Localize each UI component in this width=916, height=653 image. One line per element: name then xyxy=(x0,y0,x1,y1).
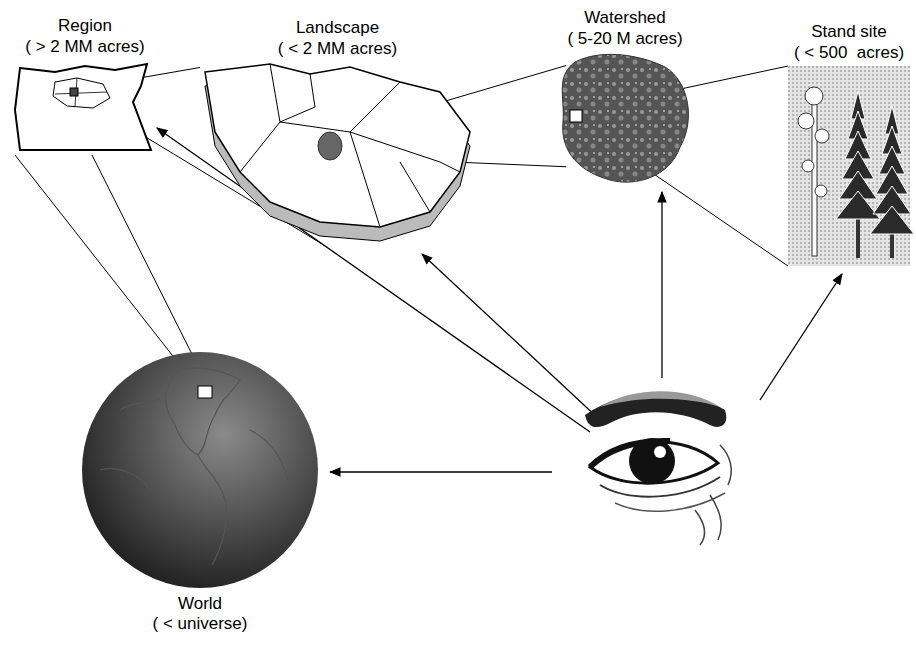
region-map-art xyxy=(15,60,155,155)
watershed-map-art xyxy=(555,52,695,187)
scale-heading: Stand site( < 500 acres) xyxy=(794,22,904,63)
world-globe-art xyxy=(80,350,320,590)
scale-heading: Landscape( < 2 MM acres) xyxy=(278,18,398,59)
scale-heading: Region( > 2 MM acres) xyxy=(25,16,145,57)
scale-name: Region xyxy=(58,16,112,36)
scale-area: ( < 500 acres) xyxy=(794,43,904,63)
scale-area: ( < universe) xyxy=(153,614,248,634)
stand-site-picture: Stand site( < 500 acres) xyxy=(788,66,910,266)
eye xyxy=(585,391,731,545)
stand-site-picture-art xyxy=(788,66,910,266)
scale-heading: Watershed( 5-20 M acres) xyxy=(567,8,682,49)
scale-name: Landscape xyxy=(296,18,379,38)
landscape-map-art xyxy=(200,62,475,245)
scale-area: ( > 2 MM acres) xyxy=(25,37,145,57)
scale-name: Watershed xyxy=(584,8,666,28)
world-globe: World( < universe) xyxy=(80,350,320,590)
watershed-map: Watershed( 5-20 M acres) xyxy=(555,52,695,187)
scale-area: ( 5-20 M acres) xyxy=(567,29,682,49)
scale-name: Stand site xyxy=(811,22,887,42)
scale-name: World xyxy=(178,594,222,614)
scale-heading: World( < universe) xyxy=(153,594,248,635)
region-map: Region( > 2 MM acres) xyxy=(15,60,155,155)
scale-area: ( < 2 MM acres) xyxy=(278,39,398,59)
landscape-map: Landscape( < 2 MM acres) xyxy=(200,62,475,245)
